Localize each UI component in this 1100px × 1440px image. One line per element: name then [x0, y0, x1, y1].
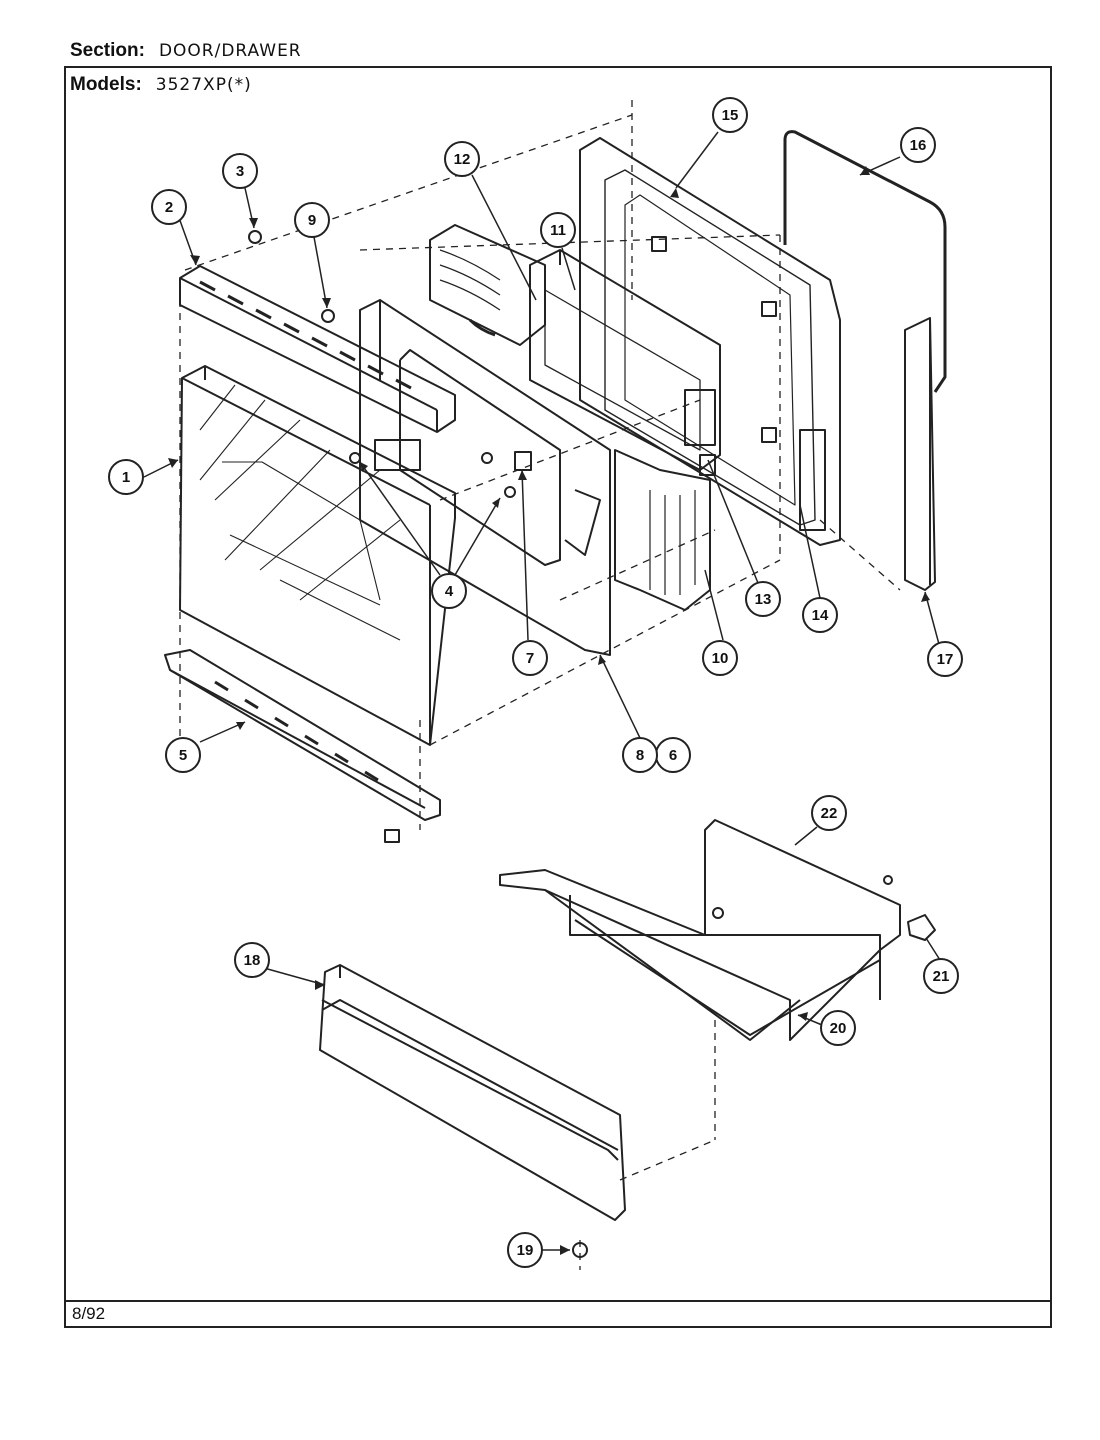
callout-22-label: 22 [821, 805, 838, 822]
section-value: DOOR/DRAWER [158, 41, 302, 61]
callout-6: 6 [655, 737, 691, 773]
part-outer-door-glass [179, 365, 456, 746]
callout-arrowheads [168, 166, 930, 1255]
callout-1-label: 1 [122, 469, 130, 486]
footer-divider [64, 1300, 1052, 1302]
part-bottom-trim [164, 649, 441, 843]
callout-16-label: 16 [910, 137, 927, 154]
callout-9: 9 [294, 202, 330, 238]
callout-18-label: 18 [244, 952, 261, 969]
callout-2-label: 2 [165, 199, 173, 216]
callout-3: 3 [222, 153, 258, 189]
models-label: Models: [70, 74, 142, 95]
callout-20-label: 20 [830, 1020, 847, 1037]
callout-12-label: 12 [454, 151, 471, 168]
section-header: Section: DOOR/DRAWER [70, 40, 302, 62]
callout-11-label: 11 [550, 222, 566, 239]
callout-22: 22 [811, 795, 847, 831]
part-drawer-front [319, 964, 626, 1221]
callout-17-label: 17 [937, 651, 954, 668]
part-drawer-body [499, 819, 901, 1041]
assembly-guide-lines [179, 100, 901, 1270]
callout-4-label: 4 [445, 583, 454, 600]
callout-14: 14 [802, 597, 838, 633]
part-inner-glass-pack [529, 249, 721, 476]
callout-14-label: 14 [812, 607, 829, 624]
callout-3-label: 3 [236, 163, 244, 180]
callout-5-label: 5 [179, 747, 187, 764]
callout-19-label: 19 [517, 1242, 534, 1259]
callout-21-label: 21 [933, 968, 950, 985]
callout-6-label: 6 [669, 747, 677, 764]
callout-19: 19 [507, 1232, 543, 1268]
callout-bubbles: 1 2 3 4 5 6 7 8 9 10 11 12 13 14 15 16 1… [108, 97, 963, 1268]
callout-16: 16 [900, 127, 936, 163]
callout-18: 18 [234, 942, 270, 978]
callout-15-label: 15 [722, 107, 739, 124]
callout-leader-lines [143, 131, 941, 1251]
part-side-trim [904, 317, 936, 591]
callout-7: 7 [512, 640, 548, 676]
callout-20: 20 [820, 1010, 856, 1046]
revision-date: 8/92 [72, 1304, 106, 1323]
callout-15: 15 [712, 97, 748, 133]
callout-10: 10 [702, 640, 738, 676]
callout-5: 5 [165, 737, 201, 773]
part-drawer-screw [572, 1242, 588, 1258]
diagram-frame [64, 66, 1052, 1328]
callout-1: 1 [108, 459, 144, 495]
part-top-vent-trim [179, 265, 456, 471]
callout-7-label: 7 [526, 650, 534, 667]
part-drawer-stop [907, 914, 936, 941]
part-door-gasket [783, 130, 947, 393]
models-value: 3527XP(*) [155, 75, 252, 95]
part-door-liner [579, 137, 841, 546]
callout-11: 11 [540, 212, 576, 248]
callout-10-label: 10 [712, 650, 729, 667]
callout-21: 21 [923, 958, 959, 994]
callout-9-label: 9 [308, 212, 316, 229]
callout-8: 8 [622, 737, 658, 773]
callout-17: 17 [927, 641, 963, 677]
callout-4: 4 [431, 573, 467, 609]
callout-2: 2 [151, 189, 187, 225]
callout-8-label: 8 [636, 747, 644, 764]
callout-13-label: 13 [755, 591, 772, 608]
models-header: Models: 3527XP(*) [70, 74, 252, 96]
callout-13: 13 [745, 581, 781, 617]
section-label: Section: [70, 40, 145, 61]
part-screws [248, 230, 532, 498]
callout-12: 12 [444, 141, 480, 177]
part-inner-door-panel [359, 299, 611, 656]
part-insulation-bottom [614, 449, 711, 611]
